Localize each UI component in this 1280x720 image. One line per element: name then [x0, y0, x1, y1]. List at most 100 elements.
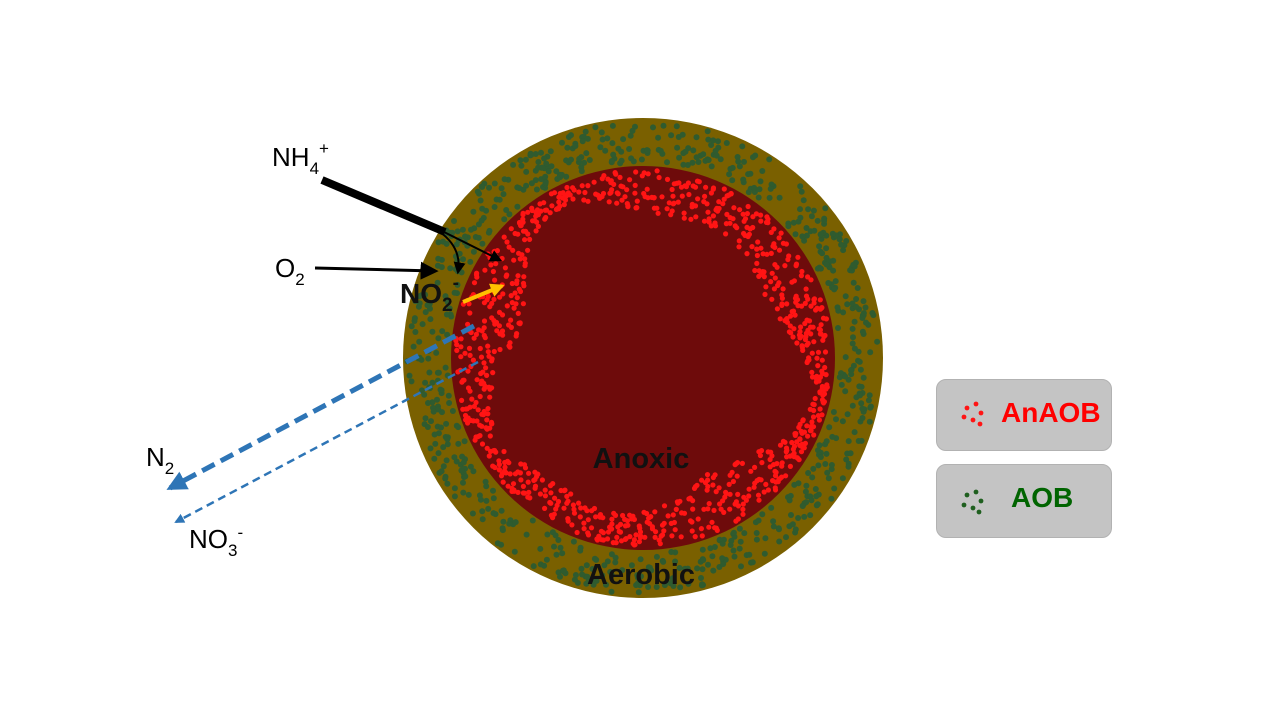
aob-dot: [699, 566, 706, 573]
anaob-dot: [756, 497, 762, 503]
anaob-dot: [817, 297, 823, 303]
aob-dot: [655, 134, 662, 141]
aob-dot: [822, 461, 829, 467]
anaob-dot: [817, 406, 823, 412]
anaob-dot: [652, 509, 658, 515]
anaob-dot: [675, 199, 681, 205]
aob-dot: [851, 318, 858, 325]
nitrate-base: NO: [189, 524, 228, 554]
anaob-dot: [761, 274, 767, 280]
aob-dot: [735, 158, 742, 165]
anaob-dot: [514, 280, 520, 287]
anaob-dot: [503, 273, 509, 279]
aob-dot: [838, 381, 845, 388]
aob-dot: [830, 267, 837, 274]
aob-dot: [753, 530, 760, 536]
anaob-dot: [520, 210, 526, 216]
aob-dot: [719, 540, 726, 547]
aob-dot: [669, 575, 676, 582]
aob-dot: [438, 264, 445, 271]
anaob-dot: [791, 278, 798, 284]
anaob-dot: [669, 533, 675, 539]
anaob-dot: [458, 354, 464, 360]
anaob-dot: [522, 237, 528, 243]
aob-dot: [815, 462, 822, 469]
aob-dot: [802, 488, 809, 495]
anaob-dot: [607, 190, 613, 196]
aob-dot: [431, 455, 438, 462]
aob-dot: [867, 403, 874, 410]
anaob-dot: [746, 493, 752, 499]
anaob-dot: [671, 181, 677, 187]
aob-dot: [839, 418, 846, 425]
aob-dot: [799, 503, 806, 509]
aob-dot: [434, 396, 440, 403]
aob-dot: [435, 369, 442, 376]
anaob-dot: [784, 301, 790, 307]
aob-dot: [568, 132, 574, 139]
anaob-dot: [672, 527, 678, 533]
aob-dot: [444, 441, 451, 448]
aob-dot: [859, 415, 866, 421]
aob-dot: [668, 132, 675, 139]
aob-dot: [591, 555, 598, 562]
anaob-dot: [815, 363, 821, 369]
aob-dot: [770, 518, 777, 525]
aob-dot: [757, 178, 764, 185]
aob-dot: [477, 197, 484, 204]
aob-dot: [543, 556, 550, 563]
aob-dot: [633, 582, 640, 589]
anaob-dot: [731, 205, 737, 211]
anaob-dot: [614, 190, 620, 196]
anaob-dot: [704, 472, 711, 478]
anaob-dot: [632, 182, 638, 188]
anaob-dot: [649, 194, 655, 200]
anaob-dot: [755, 239, 761, 245]
anaob-dot: [511, 257, 517, 263]
aob-dot: [817, 454, 824, 460]
anaob-dot: [688, 216, 694, 222]
anaob-dot: [727, 215, 733, 221]
anaob-dot: [522, 465, 529, 471]
anaob-dot: [622, 194, 628, 200]
anaob-dot: [765, 220, 771, 226]
aob-dot: [438, 468, 445, 475]
aob-dot: [736, 163, 743, 170]
anaob-dot: [561, 505, 567, 511]
aob-dot: [438, 424, 444, 431]
aob-dot: [629, 127, 636, 134]
anaob-dot: [815, 349, 822, 355]
aob-dot: [451, 218, 457, 224]
aob-dot: [694, 565, 701, 572]
aob-dot: [599, 136, 606, 143]
aob-dot: [690, 147, 697, 154]
aob-dot: [672, 558, 679, 565]
aob-dot: [432, 440, 439, 447]
aob-dot: [433, 349, 440, 356]
aob-dot: [797, 183, 804, 190]
aob-dot: [451, 454, 458, 461]
anaob-dot: [716, 199, 722, 205]
anaob-dot: [555, 498, 562, 505]
anaob-dot: [670, 512, 676, 518]
aob-dot: [583, 150, 590, 157]
anaob-dot: [798, 324, 804, 330]
aob-dot: [408, 323, 415, 330]
anaob-dot: [505, 483, 511, 489]
aob-dot: [518, 162, 525, 169]
aob-dot: [637, 556, 644, 563]
aob-dot: [803, 225, 810, 231]
anaob-dot: [734, 460, 741, 466]
aob-dot: [577, 547, 584, 554]
anaob-dot: [659, 532, 666, 538]
anaob-dot: [799, 303, 805, 309]
anaob-dot: [458, 344, 464, 350]
anaob-dot: [713, 489, 719, 495]
aob-dot: [590, 581, 597, 588]
aob-dot: [736, 545, 743, 552]
aob-dot: [422, 379, 429, 386]
anaob-dot: [574, 529, 580, 536]
aob-dot: [810, 465, 817, 472]
aob-dot: [700, 151, 707, 158]
anaob-dot: [512, 290, 518, 296]
